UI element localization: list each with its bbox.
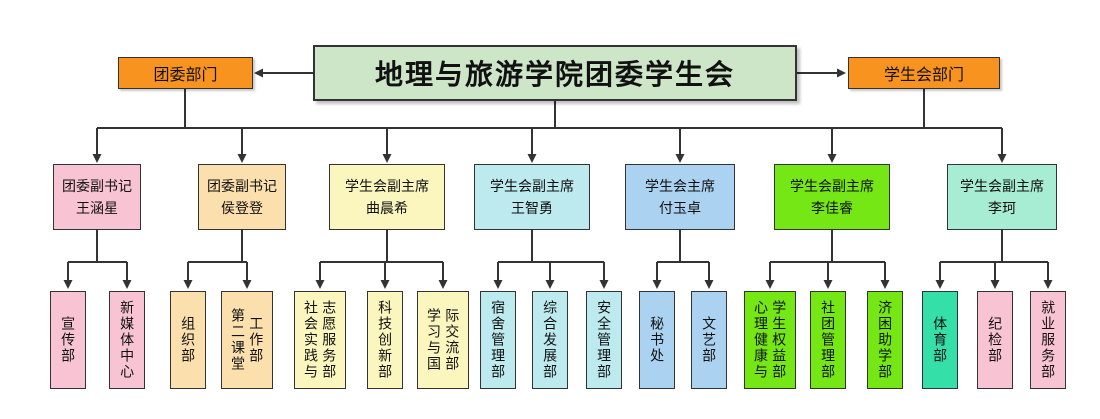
leader-role: 学生会主席 (645, 177, 715, 194)
dept-label: 宣传部 (59, 316, 77, 364)
leader-qu-chenxi: 学生会副主席 曲晨希 (329, 164, 445, 230)
leader-name: 曲晨希 (366, 200, 408, 216)
label-col: 心理健康与 (753, 300, 769, 380)
dept-publicity: 宣传部 (50, 291, 86, 389)
dept-social-practice-volunteer: 社会实践与志愿服务部 (294, 291, 346, 389)
dept-club-management: 社团管理部 (810, 291, 846, 389)
dept-sports: 体育部 (922, 291, 958, 389)
leader-wang-hanxing: 团委副书记 王涵星 (53, 164, 141, 230)
title-text: 地理与旅游学院团委学生会 (374, 59, 735, 90)
label-col: 科技创新部 (377, 300, 394, 380)
dept-label: 纪检部 (986, 316, 1004, 364)
branch-label: 学生会部门 (883, 67, 964, 84)
dept-learning-international-exchange: 学习与国际交流部 (417, 291, 469, 389)
leader-role: 团委副书记 (207, 177, 277, 194)
dept-new-media-center: 新媒体中心 (109, 291, 145, 389)
label-col: 济困助学部 (877, 300, 894, 380)
leader-role: 学生会副主席 (345, 177, 429, 194)
dept-label: 体育部 (931, 316, 949, 364)
dept-financial-aid: 济困助学部 (867, 291, 903, 389)
leader-li-ke: 学生会副主席 李珂 (947, 164, 1057, 230)
dept-label: 文艺部 (700, 316, 718, 364)
label-col: 组织部 (180, 316, 197, 364)
label-col: 社团管理部 (820, 300, 837, 380)
label-col: 宿舍管理部 (490, 300, 507, 380)
dept-label: 就业服务部 (1039, 300, 1057, 380)
dept-label: 组织部 (179, 316, 197, 364)
leader-name: 李佳睿 (811, 200, 853, 216)
label-col: 体育部 (932, 316, 949, 364)
dept-label: 宿舍管理部 (489, 300, 507, 380)
dept-mental-health-rights: 心理健康与学生权益部 (744, 291, 796, 389)
leader-name: 王智勇 (511, 200, 553, 216)
dept-safety-management: 安全管理部 (586, 291, 622, 389)
label-col: 学生权益部 (771, 300, 788, 380)
leader-wang-zhiyong: 学生会副主席 王智勇 (474, 164, 590, 230)
dept-label: 社团管理部 (819, 300, 837, 380)
leader-name: 侯登登 (221, 200, 263, 216)
label-col: 综合发展部 (542, 300, 559, 380)
dept-label: 秘书处 (648, 316, 666, 364)
dept-sci-tech-innovation: 科技创新部 (367, 291, 403, 389)
label-col: 安全管理部 (596, 300, 613, 380)
label-col: 志愿服务部 (321, 300, 338, 380)
dept-arts: 文艺部 (691, 291, 727, 389)
org-chart-title: 地理与旅游学院团委学生会 (313, 45, 797, 101)
label-col: 际交流部 (444, 308, 461, 372)
label-col: 社会实践与 (303, 300, 319, 380)
leader-name: 王涵星 (76, 200, 118, 216)
branch-label: 团委部门 (153, 67, 218, 84)
dept-second-classroom: 第二课堂工作部 (221, 291, 273, 389)
label-col: 秘书处 (649, 316, 666, 364)
label-col: 工作部 (248, 316, 265, 364)
dept-label: 科技创新部 (376, 300, 394, 380)
label-col: 就业服务部 (1040, 300, 1057, 380)
leader-role: 学生会副主席 (490, 177, 574, 194)
leader-name: 付玉卓 (659, 200, 701, 216)
label-col: 纪检部 (987, 316, 1004, 364)
dept-label: 第二课堂工作部 (229, 308, 265, 372)
leader-name: 李珂 (988, 200, 1016, 216)
label-col: 文艺部 (701, 316, 718, 364)
dept-label: 综合发展部 (541, 300, 559, 380)
label-col: 新媒体中心 (119, 300, 136, 380)
leader-role: 学生会副主席 (790, 177, 874, 194)
dept-label: 济困助学部 (876, 300, 894, 380)
dept-label: 新媒体中心 (118, 300, 136, 380)
leader-fu-yuzhuo: 学生会主席 付玉卓 (625, 164, 735, 230)
dept-organization: 组织部 (170, 291, 206, 389)
branch-youth-league: 团委部门 (118, 57, 253, 89)
label-col: 学习与国 (426, 308, 442, 372)
dept-dormitory-management: 宿舍管理部 (480, 291, 516, 389)
label-col: 第二课堂 (230, 308, 246, 372)
dept-label: 社会实践与志愿服务部 (302, 300, 338, 380)
dept-discipline-inspection: 纪检部 (977, 291, 1013, 389)
dept-employment-service: 就业服务部 (1030, 291, 1066, 389)
dept-label: 学习与国际交流部 (425, 308, 461, 372)
leader-li-jiarui: 学生会副主席 李佳睿 (774, 164, 890, 230)
leader-role: 学生会副主席 (960, 177, 1044, 194)
dept-comprehensive-development: 综合发展部 (532, 291, 568, 389)
dept-secretariat: 秘书处 (639, 291, 675, 389)
leader-role: 团委副书记 (62, 177, 132, 194)
label-col: 宣传部 (60, 316, 77, 364)
dept-label: 安全管理部 (595, 300, 613, 380)
leader-hou-dengdeng: 团委副书记 侯登登 (198, 164, 286, 230)
branch-student-union: 学生会部门 (848, 57, 1000, 89)
dept-label: 心理健康与学生权益部 (752, 300, 788, 380)
